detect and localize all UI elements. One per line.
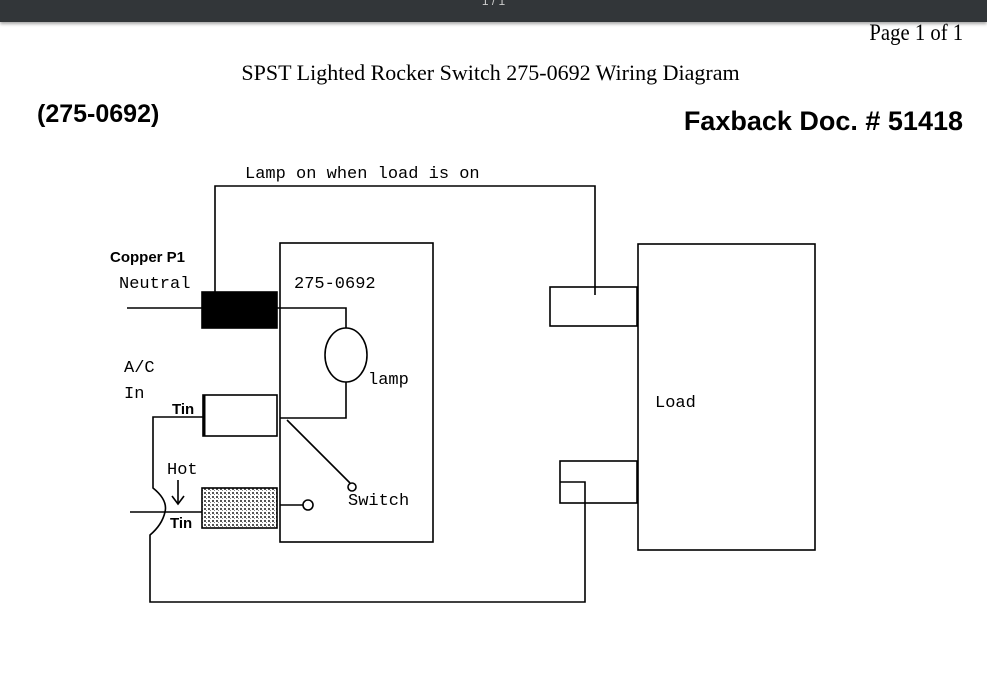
- switch-terminal: [302, 499, 314, 511]
- lamp-label: lamp: [368, 371, 409, 390]
- part-number: (275-0692): [37, 100, 160, 128]
- hot-label: Hot: [167, 461, 198, 480]
- load-box: [637, 243, 816, 551]
- lamp-wire: [214, 185, 596, 295]
- load-label: Load: [655, 394, 696, 413]
- lamp-return-wire: [280, 382, 347, 419]
- switch-label: Switch: [348, 492, 409, 511]
- switch-part-label: 275-0692: [294, 275, 376, 294]
- tin-terminal-top: [202, 394, 278, 437]
- faxback-doc-number: Faxback Doc. # 51418: [683, 106, 963, 136]
- switch-contact: [286, 419, 351, 484]
- neutral-label: Neutral: [119, 275, 190, 294]
- pdf-viewer-toolbar: 1 / 1: [0, 0, 987, 22]
- load-terminal-top: [549, 286, 638, 327]
- tin-bottom-label: Tin: [170, 515, 192, 532]
- lamp-feed-wire: [277, 307, 347, 328]
- lamp-icon: [324, 327, 368, 383]
- copper-label: Copper P1: [110, 249, 185, 266]
- hot-terminal: [201, 487, 278, 529]
- page-indicator: 1 / 1: [481, 0, 506, 8]
- document-title: SPST Lighted Rocker Switch 275-0692 Wiri…: [241, 60, 740, 85]
- page-of-label: Page 1 of 1: [869, 20, 963, 45]
- lamp-wire-label: Lamp on when load is on: [245, 165, 480, 184]
- tin-top-label: Tin: [172, 401, 194, 418]
- neutral-terminal: [201, 291, 278, 329]
- switch-contact-point: [347, 482, 357, 492]
- in-label: In: [124, 385, 144, 404]
- switch-body: [279, 242, 434, 543]
- ac-label: A/C: [124, 359, 155, 378]
